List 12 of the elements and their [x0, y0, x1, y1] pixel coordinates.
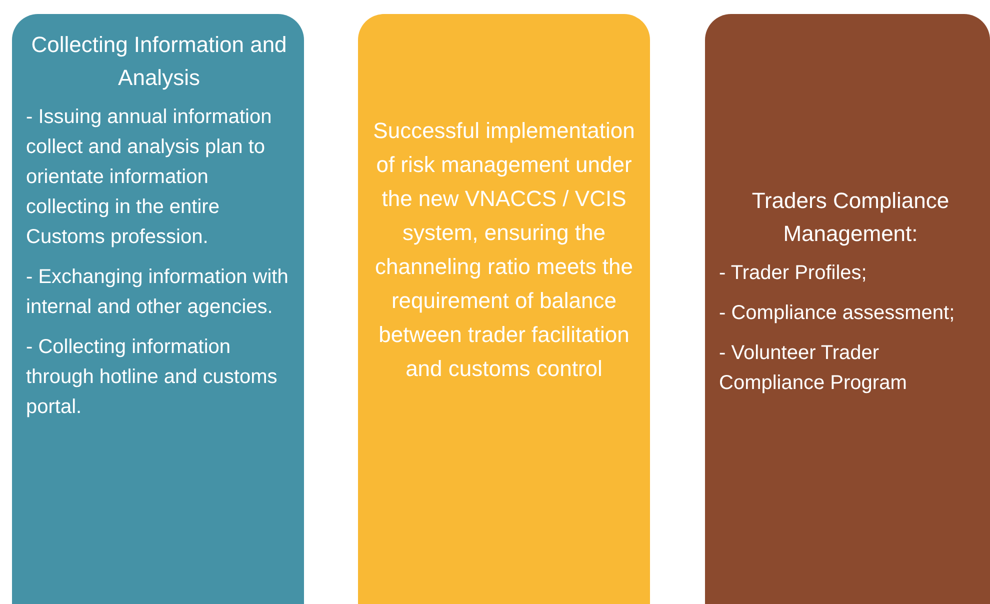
content-panel	[358, 14, 650, 604]
panel-heading: Collecting Information and Analysis	[30, 31, 288, 92]
content-panel	[705, 14, 990, 604]
bullet-text: - Collecting information through hotline and customs portal.	[26, 335, 278, 420]
bullet-text: - Issuing annual information collect and analysis plan to orientate information collecting in the entire Customs profession.	[26, 105, 273, 250]
panel-heading: Traders Compliance Management:	[750, 187, 950, 248]
content-panel	[12, 14, 304, 604]
panel-text: Successful implementation of risk management under the new VNACCS / VCIS system, ensuring the channeling ratio meets the requirement of balance between trader facilitation and customs control	[372, 117, 636, 383]
bullet-text: - Volunteer Trader Compliance Program	[719, 341, 908, 396]
bullet-text: - Exchanging information with internal and other agencies.	[26, 265, 290, 320]
bullet-text: - Compliance assessment;	[719, 301, 956, 326]
bullet-text: - Trader Profiles;	[719, 261, 868, 286]
